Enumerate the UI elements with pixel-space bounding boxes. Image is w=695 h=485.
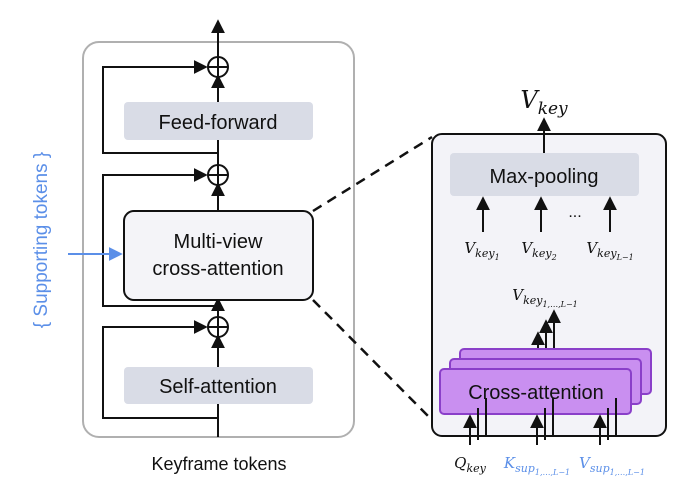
q-key-label: Qkey — [454, 454, 486, 475]
feed-forward-label: Feed-forward — [159, 112, 278, 134]
max-pooling-block — [450, 153, 639, 196]
zoom-line-top — [312, 135, 433, 213]
cross-attention-block — [439, 368, 632, 415]
cross-attention-label: Cross-attention — [468, 382, 604, 404]
add-node-1 — [207, 316, 229, 338]
v-key-all: Vkey1,…,L−1 — [512, 286, 578, 309]
self-attention-block — [124, 367, 313, 404]
k-sup-label: Ksup1,…,L−1 — [503, 454, 570, 477]
supporting-tokens-label: { Supporting tokens } — [31, 152, 52, 328]
ellipsis: ... — [568, 204, 581, 221]
multi-view-block — [123, 210, 314, 301]
v-key-2: Vkey2 — [521, 239, 556, 262]
residual-feed-forward — [102, 60, 218, 154]
residual-self-attention — [102, 320, 218, 419]
multi-view-label-line2: cross-attention — [152, 258, 283, 280]
add-node-2 — [207, 164, 229, 186]
max-pooling-label: Max-pooling — [490, 166, 599, 188]
residual-cross-attention — [102, 168, 218, 307]
v-sup-label: Vsup1,…,L−1 — [579, 454, 645, 477]
v-key-output: Vkey — [520, 86, 568, 119]
zoom-line-bottom — [312, 299, 433, 421]
multi-view-label-line1: Multi-view — [174, 231, 263, 253]
v-key-L-1: VkeyL−1 — [586, 239, 633, 262]
v-key-1: Vkey1 — [464, 239, 499, 262]
self-attention-label: Self-attention — [159, 376, 277, 398]
feed-forward-block — [124, 102, 313, 140]
add-node-3 — [207, 56, 229, 78]
keyframe-tokens-label: Keyframe tokens — [151, 454, 286, 474]
